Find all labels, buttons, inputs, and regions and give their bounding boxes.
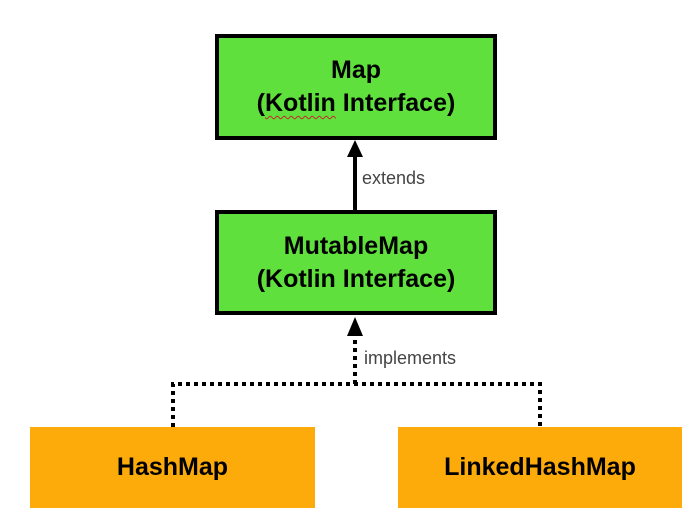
map-name: Map	[331, 56, 381, 84]
map-kind: (Kotlin Interface)	[256, 89, 456, 117]
extends-arrowhead	[347, 140, 363, 157]
mutable-map-kind: (Kotlin Interface)	[256, 264, 456, 293]
hash-map-name: HashMap	[116, 453, 229, 481]
implements-label: implements	[364, 348, 457, 368]
mutable-map-name: MutableMap	[283, 231, 429, 260]
implements-arrowhead	[347, 317, 363, 336]
linked-hash-map-node: LinkedHashMap	[398, 427, 682, 508]
map-node: Map (Kotlin Interface)	[215, 34, 497, 140]
extends-label: extends	[362, 168, 426, 188]
implements-connector	[171, 337, 542, 427]
hash-map-node: HashMap	[30, 427, 315, 508]
linked-hash-map-name: LinkedHashMap	[444, 453, 636, 481]
mutable-map-node: MutableMap (Kotlin Interface)	[215, 210, 497, 315]
